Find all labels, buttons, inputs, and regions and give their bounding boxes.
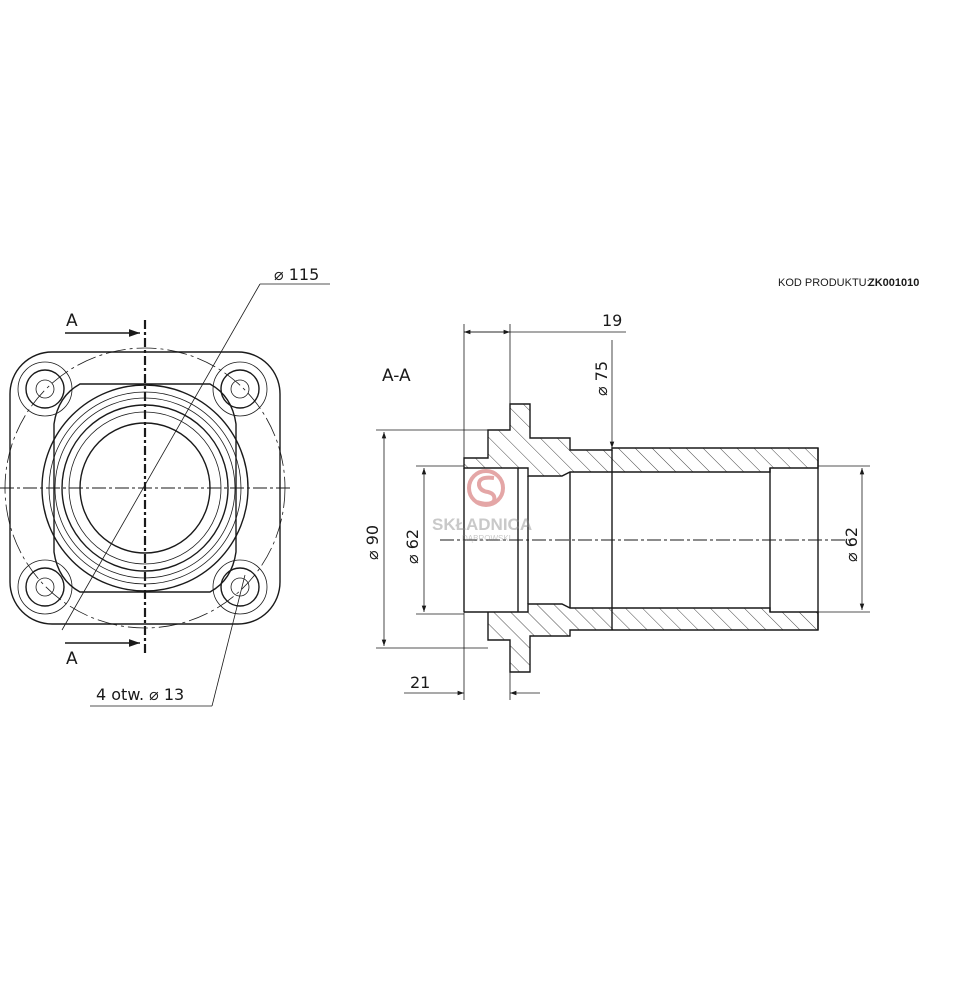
bolt-hole-br — [212, 559, 268, 615]
dim-75: ⌀ 75 — [592, 361, 611, 396]
section-title: A-A — [382, 366, 411, 386]
watermark-logo: SKŁADNICA DĄBROWSKI — [432, 469, 532, 543]
bolt-hole-tl — [17, 361, 73, 417]
watermark-sub: DĄBROWSKI — [462, 534, 511, 543]
section-view: A-A 19 ⌀ 75 ⌀ 90 ⌀ — [363, 311, 870, 700]
section-body-upper — [463, 403, 819, 477]
watermark-logo-icon — [467, 469, 505, 507]
section-marker-bottom: A — [66, 649, 78, 669]
pitch-leader — [61, 283, 261, 631]
dim-19: 19 — [602, 311, 622, 330]
section-body-lower — [464, 603, 819, 673]
bolt-hole-tr — [212, 361, 268, 417]
dim-62-right: ⌀ 62 — [842, 527, 861, 562]
dim-21: 21 — [410, 673, 430, 692]
pitch-circle-dimension: ⌀ 115 — [274, 265, 319, 284]
product-code: KOD PRODUKTU: ZK001010 — [778, 277, 919, 289]
watermark-brand: SKŁADNICA — [432, 515, 532, 534]
holes-dimension: 4 otw. ⌀ 13 — [96, 685, 184, 704]
product-code-value: ZK001010 — [868, 277, 919, 289]
section-marker-top: A — [66, 311, 78, 331]
dim-90: ⌀ 90 — [363, 525, 382, 560]
product-code-label: KOD PRODUKTU: — [778, 277, 870, 289]
dim-62-left: ⌀ 62 — [403, 529, 422, 564]
hole-leader — [211, 574, 246, 707]
front-view: A A ⌀ 115 4 otw. ⌀ 13 — [0, 265, 330, 707]
bolt-hole-bl — [17, 559, 73, 615]
